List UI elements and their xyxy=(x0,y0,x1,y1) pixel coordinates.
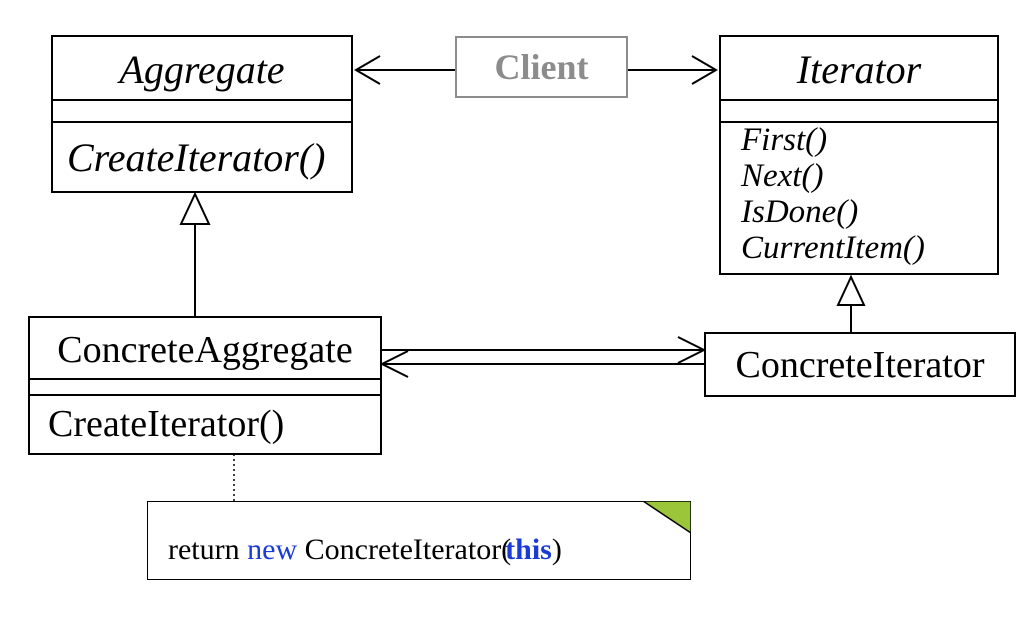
note-class-call: ConcreteIterator( xyxy=(304,533,512,566)
iterator-operation-first: First() xyxy=(741,122,828,158)
concrete-iterator-class: ConcreteIterator xyxy=(704,332,1016,397)
aggregate-class: Aggregate CreateIterator() xyxy=(51,35,353,193)
aggregate-operation: CreateIterator() xyxy=(67,135,326,180)
note-folded-corner xyxy=(643,501,691,533)
concrete-aggregate-attr-divider xyxy=(30,378,380,380)
client-to-iterator-arrow xyxy=(628,55,718,85)
aggregate-inheritance-arrow xyxy=(179,191,211,316)
aggregate-class-name: Aggregate xyxy=(119,47,285,92)
iterator-inheritance-arrow xyxy=(836,274,866,332)
iterator-to-aggregate-arrow xyxy=(379,350,704,378)
iterator-operation-isdone: IsDone() xyxy=(741,194,859,230)
aggregate-attr-divider xyxy=(53,99,351,101)
code-note: return new ConcreteIterator(this) xyxy=(147,501,691,580)
iterator-operation-next: Next() xyxy=(741,158,824,194)
aggregate-ops-divider xyxy=(53,121,351,123)
note-code-text: return new ConcreteIterator(this) xyxy=(168,532,562,568)
concrete-aggregate-class-name: ConcreteAggregate xyxy=(57,329,353,371)
concrete-iterator-class-name: ConcreteIterator xyxy=(735,344,985,386)
note-close-paren: ) xyxy=(551,533,562,566)
note-keyword-this: this xyxy=(505,533,552,566)
concrete-aggregate-class: ConcreteAggregate CreateIterator() xyxy=(28,316,382,455)
aggregate-to-iterator-arrow xyxy=(382,336,707,364)
client-to-aggregate-arrow xyxy=(354,55,455,85)
note-keyword-new: new xyxy=(247,533,298,566)
iterator-class: Iterator First() Next() IsDone() Current… xyxy=(719,35,999,275)
iterator-ops-divider xyxy=(721,121,997,123)
concrete-aggregate-ops-divider xyxy=(30,394,380,396)
note-keyword-return: return xyxy=(168,533,240,566)
concrete-aggregate-operation: CreateIterator() xyxy=(48,403,285,445)
client-label: Client xyxy=(494,47,589,87)
iterator-class-name: Iterator xyxy=(796,47,922,92)
iterator-attr-divider xyxy=(721,99,997,101)
iterator-operation-currentitem: CurrentItem() xyxy=(741,230,925,266)
client-box: Client xyxy=(455,36,628,98)
